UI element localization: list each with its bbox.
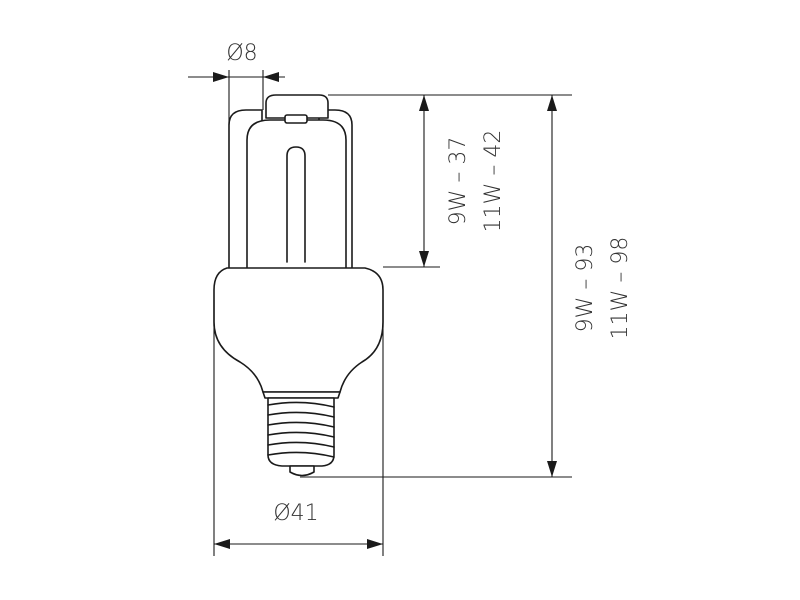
tube-height-arrow-top [419, 95, 429, 111]
total-height-dimension: 9W – 93 11W – 98 [300, 94, 633, 478]
top-cap [265, 94, 329, 119]
base-diameter-arrow-right [367, 539, 383, 549]
front-u-tube [246, 119, 347, 271]
contact-tip [289, 465, 315, 477]
base-diameter-dimension: Ø41 [213, 300, 384, 556]
tube-diameter-arrow-left [213, 72, 229, 82]
tube-height-dimension: 9W – 37 11W – 42 [328, 94, 506, 268]
neck [262, 391, 341, 399]
tube-diameter-arrow-right [263, 72, 279, 82]
tube-height-label-9w: 9W – 37 [446, 137, 471, 226]
tube-height-label-11w: 11W – 42 [481, 130, 506, 233]
base-diameter-arrow-left [214, 539, 230, 549]
total-height-label-11w: 11W – 98 [608, 237, 633, 340]
tube-diameter-dimension: Ø8 [188, 41, 285, 125]
u-tube-slot [286, 146, 306, 263]
tube-clip [284, 114, 308, 124]
base-diameter-label: Ø41 [273, 501, 318, 526]
ballast-housing [213, 267, 384, 393]
tube-diameter-label: Ø8 [226, 41, 257, 66]
total-height-arrow-bottom [547, 461, 557, 477]
screw-threads [267, 401, 335, 458]
total-height-arrow-top [547, 95, 557, 111]
lamp-outline [213, 94, 384, 477]
tube-height-arrow-bottom [419, 251, 429, 267]
total-height-label-9w: 9W – 93 [573, 244, 598, 333]
